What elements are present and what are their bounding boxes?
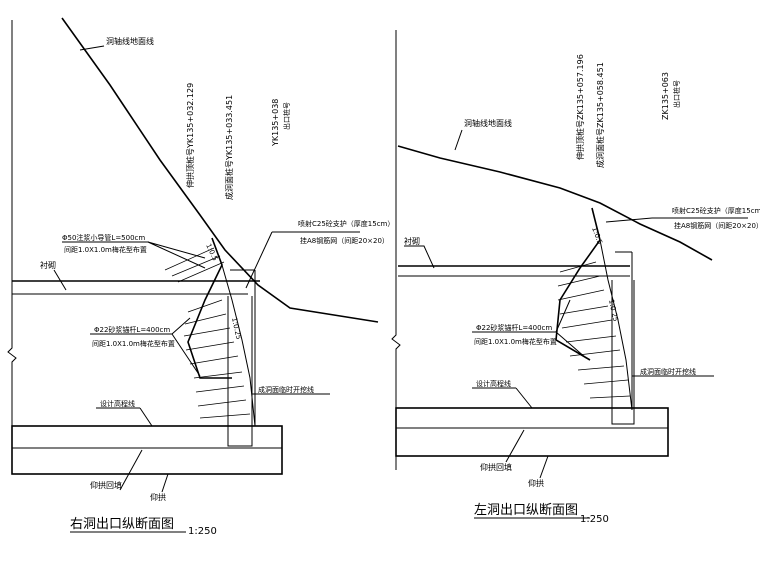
left-ground-surface-line <box>397 145 713 261</box>
right-title: 右洞出口纵断面图 <box>70 517 174 532</box>
left-bolt-label: Φ22砂浆锚杆L=400cm <box>476 323 552 332</box>
right-excavation-line-label: 成洞面临时开挖线 <box>258 385 314 394</box>
right-bolt-hatching <box>183 299 251 419</box>
left-invert-slab <box>395 407 669 457</box>
right-backfill-label: 仰拱回填 <box>90 480 122 490</box>
right-shotcrete-label: 喷射C25砼支护（厚度15cm） <box>298 219 394 228</box>
right-backfill-leader <box>119 449 143 491</box>
right-slope-top: 1:0.5 <box>204 242 219 262</box>
left-surface-leader <box>454 129 463 151</box>
left-title: 左洞出口纵断面图 <box>474 503 578 518</box>
left-station-exit: ZK135+063 <box>661 72 670 120</box>
left-invert-label: 仰拱 <box>528 478 544 488</box>
left-design-line-label: 设计高程线 <box>476 379 511 388</box>
left-bolt-leaders <box>555 299 587 359</box>
right-station-exit: YK135+038 <box>271 99 280 147</box>
right-pipe-lines <box>164 247 225 283</box>
left-station-cover: 伸拱顶桩号ZK135+057.196 <box>575 54 585 160</box>
left-shotcrete-leader <box>605 217 653 223</box>
left-slope-bottom: 1:0.25 <box>607 299 619 323</box>
right-temp-excavation-box <box>227 296 253 447</box>
right-bolt-leaders <box>171 317 201 377</box>
right-invert-slab <box>11 425 283 475</box>
left-slope-top: 1:0.5 <box>590 226 604 246</box>
right-invert-label: 仰拱 <box>150 492 166 502</box>
right-tunnel-section: 洞轴线地面线 伸拱顶桩号YK135+032.129 成洞面桩号YK135+033… <box>7 17 394 537</box>
left-shotcrete-label: 喷射C25砼支护（厚度15cm） <box>672 206 760 215</box>
right-slope-line <box>221 264 256 427</box>
left-mesh-label: 挂A8钢筋网（间距20×20） <box>674 221 760 230</box>
right-lining-leader <box>53 269 67 291</box>
left-backfill-leader <box>505 429 525 463</box>
left-surface-label: 洞轴线地面线 <box>464 118 512 128</box>
right-surface-label: 洞轴线地面线 <box>106 36 154 46</box>
left-break-line <box>391 30 401 470</box>
left-bolt-hatching <box>557 261 631 399</box>
left-break-line <box>7 20 17 470</box>
right-bolt-spacing: 间距1.0X1.0m梅花型布置 <box>92 339 175 348</box>
left-invert-leader <box>539 455 549 479</box>
right-design-leader <box>139 407 153 427</box>
left-slope-line <box>599 239 633 411</box>
right-invert-leader <box>161 473 169 493</box>
left-tunnel-section: 洞轴线地面线 伸拱顶桩号ZK135+057.196 成洞面桩号ZK135+058… <box>391 30 760 525</box>
right-ground-surface-line <box>61 17 379 323</box>
left-bolt-spacing: 间距1.0X1.0m梅花型布置 <box>474 337 557 346</box>
right-excavation-face <box>187 237 232 379</box>
right-station-open: 成洞面桩号YK135+033.451 <box>224 95 234 200</box>
left-temp-excavation-box <box>611 280 635 425</box>
left-excavation-face <box>555 207 601 361</box>
left-lining-leader <box>404 245 435 269</box>
right-pipe-leaders <box>147 241 206 269</box>
right-design-line-label: 设计高程线 <box>100 399 135 408</box>
right-scale: 1:250 <box>188 526 217 537</box>
left-design-leader <box>515 387 533 409</box>
left-station-open: 成洞面桩号ZK135+058.451 <box>595 62 605 168</box>
right-mesh-label: 挂A8钢筋网（间距20×20） <box>300 236 389 245</box>
right-lining-label: 衬砌 <box>40 260 56 270</box>
left-excavation-line-label: 成洞面临时开挖线 <box>640 367 696 376</box>
right-surface-leader <box>79 45 105 51</box>
left-lining-label: 衬砌 <box>404 236 420 246</box>
left-backfill-label: 仰拱回填 <box>480 462 512 472</box>
right-slope-bottom: 1:0.25 <box>230 317 242 341</box>
left-scale: 1:250 <box>580 514 609 525</box>
left-exit-label: 出口桩号 <box>672 80 681 108</box>
right-pipe-label: Φ50注浆小导管L=500cm <box>62 233 145 242</box>
right-bolt-label: Φ22砂浆锚杆L=400cm <box>94 325 170 334</box>
right-exit-label: 出口桩号 <box>282 102 291 130</box>
right-station-cover: 伸拱顶桩号YK135+032.129 <box>185 83 195 188</box>
right-pipe-spacing: 间距1.0X1.0m梅花型布置 <box>64 245 147 254</box>
right-shotcrete-leader <box>245 231 273 289</box>
